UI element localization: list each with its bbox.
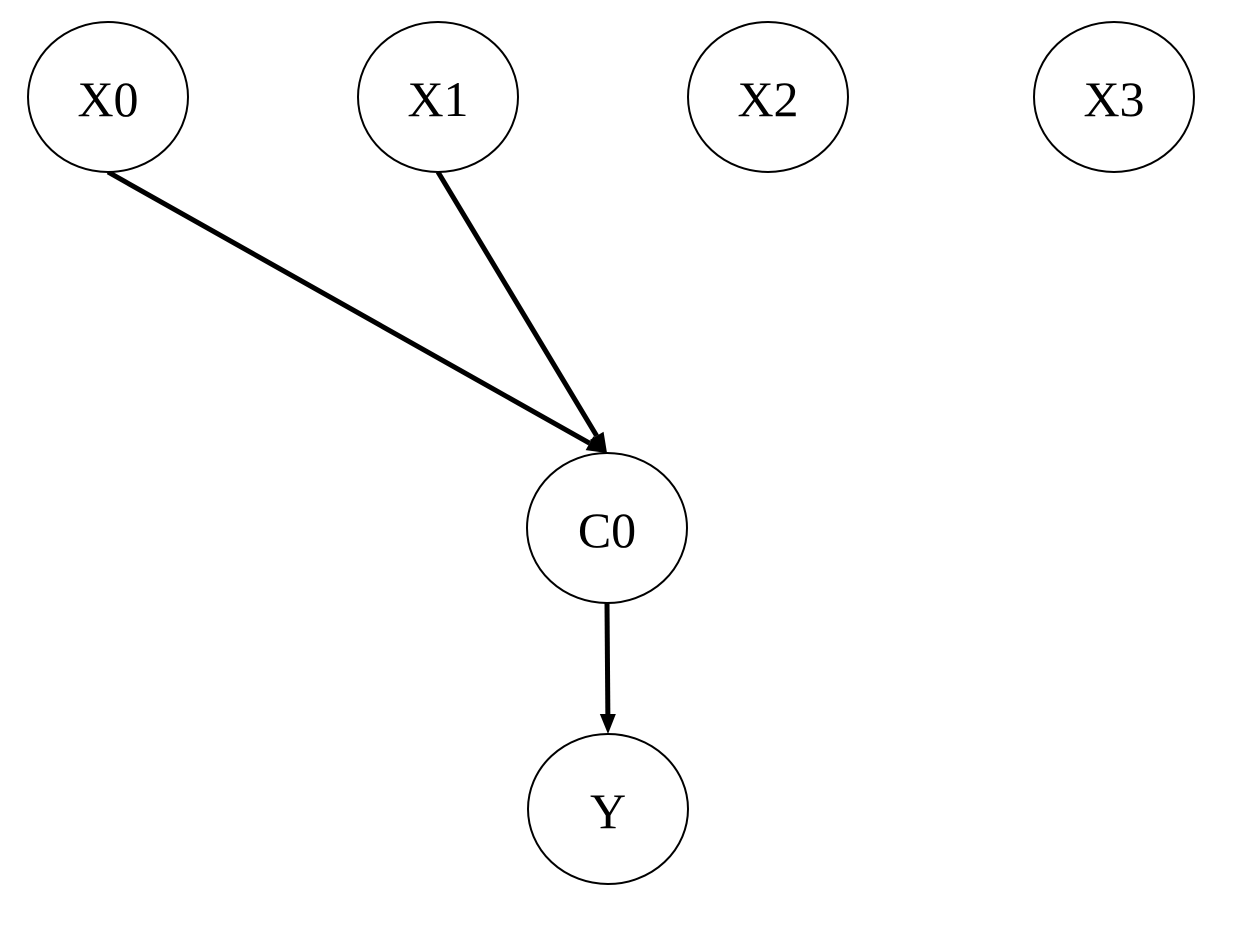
edge-line [604, 602, 611, 715]
node-y: Y [527, 733, 689, 885]
edge-c0-to-y [599, 602, 616, 734]
node-x3: X3 [1033, 21, 1195, 173]
node-ellipse [687, 21, 849, 173]
node-x1: X1 [357, 21, 519, 173]
arrowhead-icon [599, 713, 616, 734]
edge-line [106, 169, 591, 446]
node-ellipse [357, 21, 519, 173]
arrowhead-icon [589, 431, 607, 453]
node-label: Y [590, 783, 626, 839]
node-ellipse [27, 21, 189, 173]
edges-layer [106, 169, 616, 734]
edge-line [435, 170, 599, 438]
node-label: X1 [407, 71, 468, 127]
node-ellipse [527, 733, 689, 885]
node-label: X2 [737, 71, 798, 127]
node-label: C0 [578, 502, 636, 558]
node-label: X0 [77, 71, 138, 127]
node-label: X3 [1083, 71, 1144, 127]
node-x2: X2 [687, 21, 849, 173]
node-ellipse [526, 452, 688, 604]
edge-x0-to-c0 [106, 169, 607, 453]
node-x0: X0 [27, 21, 189, 173]
node-ellipse [1033, 21, 1195, 173]
node-c0: C0 [526, 452, 688, 604]
edge-x1-to-c0 [435, 170, 607, 453]
